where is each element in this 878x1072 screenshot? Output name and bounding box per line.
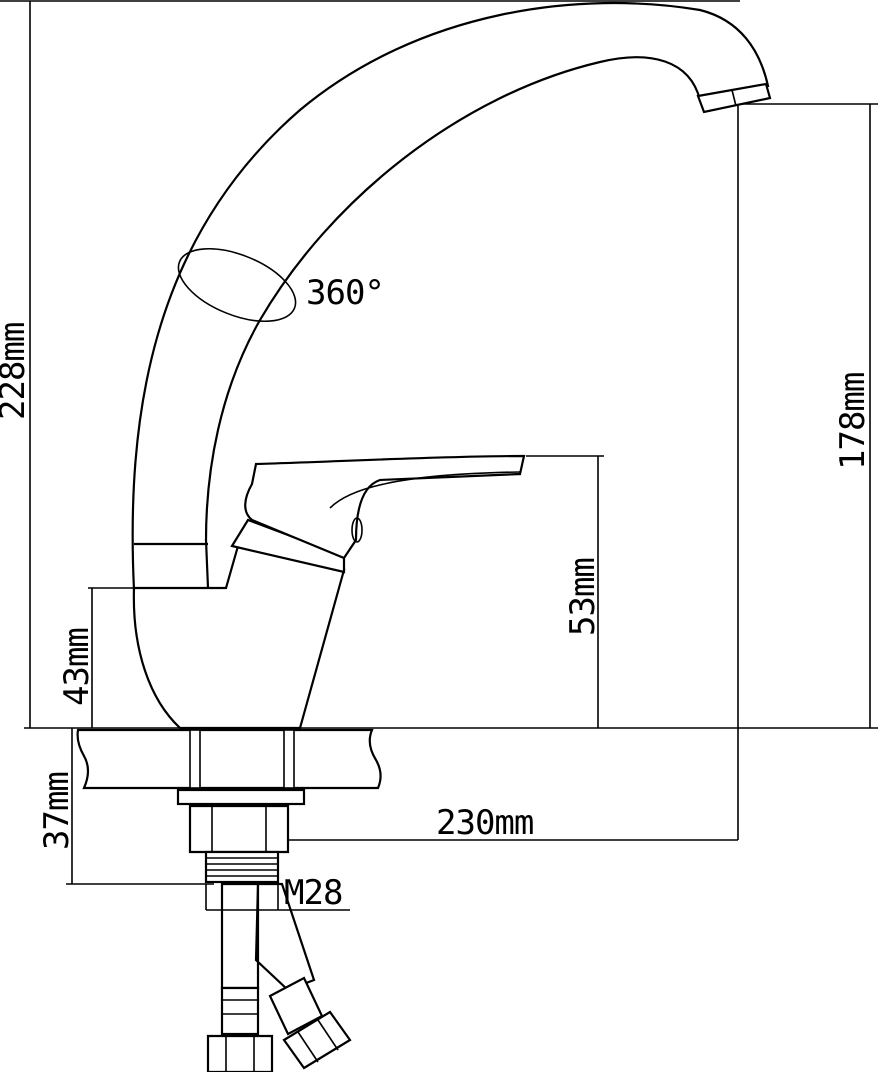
rotation-indicator	[177, 247, 297, 323]
dimension-lines	[0, 0, 878, 911]
height-spout-label: 178mm	[833, 373, 873, 470]
mounting-hardware	[176, 788, 306, 884]
countertop-section	[76, 728, 382, 790]
thread-label: M28	[284, 873, 342, 913]
faucet-body	[131, 1, 772, 730]
height-total-label: 228mm	[0, 323, 33, 420]
flexible-hoses	[206, 882, 352, 1072]
thread-length-label: 37mm	[37, 772, 77, 850]
rotation-label: 360°	[306, 273, 384, 313]
reach-label: 230mm	[436, 803, 533, 843]
height-base-label: 43mm	[57, 628, 97, 706]
height-lever-label: 53mm	[563, 558, 603, 636]
